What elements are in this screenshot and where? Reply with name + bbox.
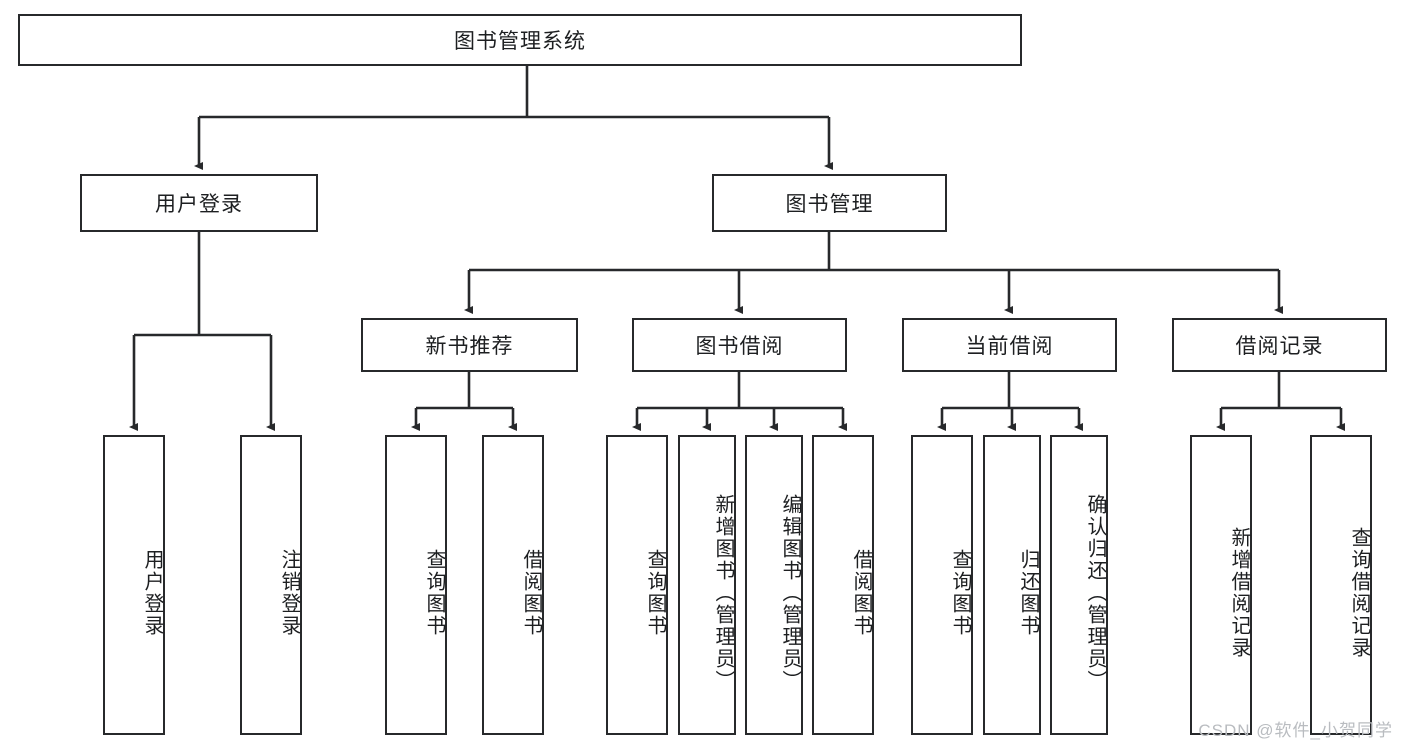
node-current-borrow[interactable]: 当前借阅 <box>902 318 1117 372</box>
node-leaf-confirm-return-admin[interactable]: 确认归还（管理员） <box>1050 435 1108 735</box>
node-leaf-borrow-book[interactable]: 借阅图书 <box>812 435 874 735</box>
node-label: 归还图书 <box>1017 549 1039 637</box>
node-label: 新增借阅记录 <box>1228 527 1250 659</box>
node-leaf-add-book-admin[interactable]: 新增图书（管理员） <box>678 435 736 735</box>
node-leaf-query-borrow-record[interactable]: 查询借阅记录 <box>1310 435 1372 735</box>
node-label: 注销登录 <box>278 549 300 637</box>
node-user-login[interactable]: 用户登录 <box>80 174 318 232</box>
node-book-management[interactable]: 图书管理 <box>712 174 947 232</box>
node-borrow-records[interactable]: 借阅记录 <box>1172 318 1387 372</box>
node-label: 编辑图书（管理员） <box>779 494 801 692</box>
node-label: 新书推荐 <box>425 335 514 358</box>
node-leaf-user-login[interactable]: 用户登录 <box>103 435 165 735</box>
node-leaf-add-borrow-record[interactable]: 新增借阅记录 <box>1190 435 1252 735</box>
node-leaf-borrow-book-recommend[interactable]: 借阅图书 <box>482 435 544 735</box>
node-label: 图书管理系统 <box>454 30 586 53</box>
node-label: 查询图书 <box>949 549 971 637</box>
node-label: 确认归还（管理员） <box>1084 494 1106 692</box>
node-label: 借阅记录 <box>1235 335 1324 358</box>
node-book-borrow[interactable]: 图书借阅 <box>632 318 847 372</box>
node-label: 新增图书（管理员） <box>712 494 734 692</box>
node-label: 图书借阅 <box>695 335 784 358</box>
node-label: 图书管理 <box>785 193 874 216</box>
node-label: 查询图书 <box>644 549 666 637</box>
node-label: 查询借阅记录 <box>1348 527 1370 659</box>
node-leaf-query-book-borrow[interactable]: 查询图书 <box>606 435 668 735</box>
watermark-text: CSDN @软件_小贺同学 <box>1198 721 1393 740</box>
node-leaf-query-book-current[interactable]: 查询图书 <box>911 435 973 735</box>
node-root-system[interactable]: 图书管理系统 <box>18 14 1022 66</box>
node-label: 借阅图书 <box>520 549 542 637</box>
node-leaf-query-book-recommend[interactable]: 查询图书 <box>385 435 447 735</box>
node-label: 借阅图书 <box>850 549 872 637</box>
node-label: 用户登录 <box>141 549 163 637</box>
node-leaf-return-book[interactable]: 归还图书 <box>983 435 1041 735</box>
node-new-book-recommend[interactable]: 新书推荐 <box>361 318 578 372</box>
node-leaf-edit-book-admin[interactable]: 编辑图书（管理员） <box>745 435 803 735</box>
node-leaf-logout[interactable]: 注销登录 <box>240 435 302 735</box>
node-label: 用户登录 <box>155 193 243 216</box>
node-label: 当前借阅 <box>965 335 1054 358</box>
node-label: 查询图书 <box>423 549 445 637</box>
